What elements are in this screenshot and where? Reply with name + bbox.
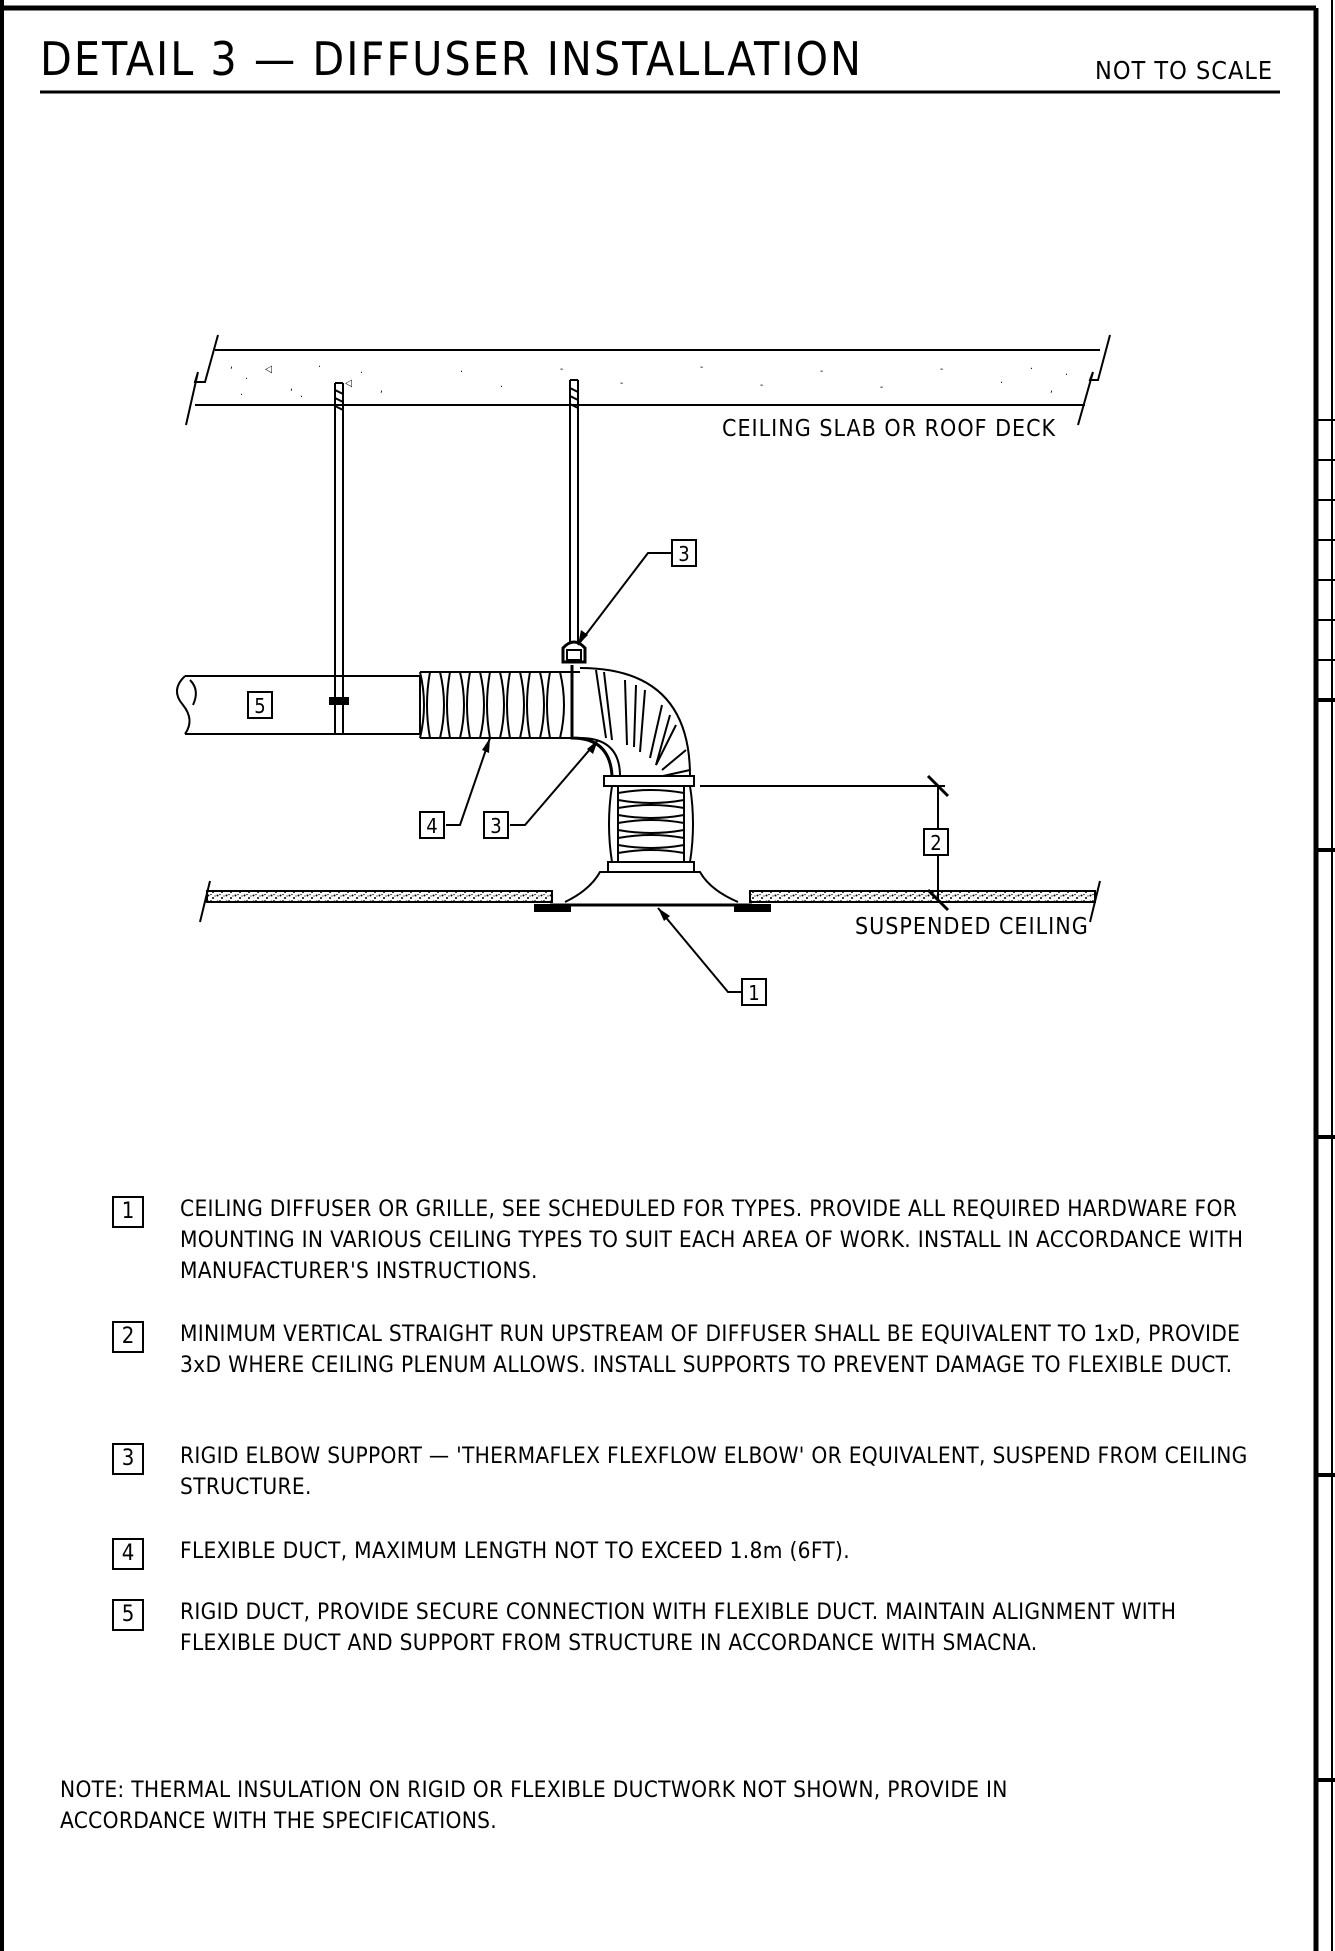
- hanger-rod-right: [561, 379, 587, 664]
- flexible-duct-vertical: [607, 785, 695, 873]
- callout-4-label: 4: [426, 814, 437, 838]
- svg-text:·: ·: [245, 374, 248, 385]
- svg-text:-: -: [880, 382, 883, 393]
- callout-3-top: 3: [577, 539, 697, 646]
- svg-text:◁: ◁: [345, 378, 352, 389]
- svg-text:-: -: [820, 366, 823, 377]
- svg-text:·: ·: [1065, 370, 1068, 381]
- callout-5: 5: [247, 691, 273, 719]
- note-4-key: 4: [112, 1538, 144, 1570]
- svg-text:·: ·: [1000, 378, 1003, 389]
- note-2-key: 2: [112, 1321, 144, 1353]
- note-5-key: 5: [112, 1599, 144, 1631]
- detail-title: DETAIL 3 — DIFFUSER INSTALLATION: [40, 32, 863, 86]
- general-note: NOTE: THERMAL INSULATION ON RIGID OR FLE…: [60, 1777, 1008, 1834]
- svg-text:-: -: [620, 378, 623, 389]
- callout-3-top-label: 3: [678, 542, 689, 566]
- flexible-duct-horizontal: [419, 671, 580, 739]
- note-1-text: CEILING DIFFUSER OR GRILLE, SEE SCHEDULE…: [180, 1196, 1244, 1284]
- dimension-2: [700, 774, 950, 912]
- svg-text:-: -: [760, 380, 763, 391]
- svg-text:·: ·: [460, 367, 463, 378]
- svg-text:-: -: [940, 364, 943, 375]
- callout-2-label: 2: [930, 831, 941, 855]
- suspended-ceiling: [199, 880, 1101, 923]
- svg-text:,: ,: [380, 384, 383, 395]
- note-4-text: FLEXIBLE DUCT, MAXIMUM LENGTH NOT TO EXC…: [180, 1538, 850, 1564]
- svg-text:·: ·: [300, 392, 303, 403]
- callout-1: 1: [657, 907, 767, 1006]
- svg-text:·: ·: [500, 382, 503, 393]
- callout-3-bottom: 3: [483, 739, 599, 839]
- rigid-elbow: [570, 665, 695, 787]
- callout-2: 2: [923, 828, 949, 856]
- ceiling-slab: ,·◁ ,·◁ ·,· ··· --- --- -·· ,·: [185, 334, 1111, 426]
- svg-text:·: ·: [318, 362, 321, 373]
- svg-text:·: ·: [1030, 364, 1033, 375]
- note-3-text: RIGID ELBOW SUPPORT — 'THERMAFLEX FLEXFL…: [180, 1443, 1248, 1500]
- svg-text:-: -: [700, 362, 703, 373]
- note-3-key: 3: [112, 1443, 144, 1475]
- svg-text:·: ·: [240, 390, 243, 401]
- note-2-text: MINIMUM VERTICAL STRAIGHT RUN UPSTREAM O…: [180, 1321, 1241, 1378]
- callout-4: 4: [419, 737, 491, 839]
- note-5-text: RIGID DUCT, PROVIDE SECURE CONNECTION WI…: [180, 1599, 1177, 1656]
- scale-note: NOT TO SCALE: [1095, 56, 1274, 85]
- svg-text:,: ,: [230, 360, 233, 371]
- svg-text:◁: ◁: [265, 364, 272, 375]
- ceiling-diffuser: [534, 871, 771, 912]
- ceiling-label: SUSPENDED CEILING: [855, 914, 1089, 940]
- callout-1-label: 1: [748, 981, 759, 1005]
- rigid-duct: [176, 675, 421, 735]
- hanger-rod-left: [329, 382, 349, 735]
- note-1-key: 1: [112, 1196, 144, 1228]
- callout-3-bottom-label: 3: [490, 814, 501, 838]
- svg-text:-: -: [560, 364, 563, 375]
- slab-label: CEILING SLAB OR ROOF DECK: [722, 416, 1056, 442]
- svg-text:·: ·: [360, 368, 363, 379]
- callout-5-label: 5: [254, 694, 265, 718]
- svg-text:,: ,: [290, 382, 293, 393]
- svg-text:,: ,: [1050, 384, 1053, 395]
